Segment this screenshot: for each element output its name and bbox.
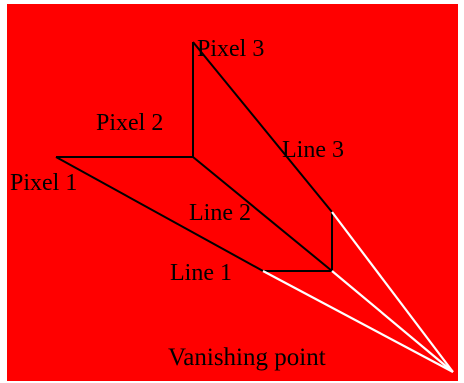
- line-3-extension: [331, 211, 454, 373]
- shape-edges: [55, 41, 333, 272]
- line-3-segment: [192, 41, 333, 213]
- line-2-label: Line 2: [189, 200, 251, 226]
- vanishing-point-label: Vanishing point: [168, 344, 326, 371]
- red-panel: [7, 4, 458, 381]
- perspective-lines: [262, 211, 454, 373]
- pixel-2-label: Pixel 2: [96, 110, 163, 136]
- line-1-extension: [262, 270, 454, 373]
- line-1-label: Line 1: [170, 260, 232, 286]
- pixel-3-label: Pixel 3: [197, 36, 264, 62]
- line-2-segment: [192, 156, 333, 272]
- pixel-1-label: Pixel 1: [10, 170, 77, 196]
- line-2-extension: [331, 270, 454, 373]
- line-1-segment: [55, 156, 264, 272]
- line-3-label: Line 3: [282, 137, 344, 163]
